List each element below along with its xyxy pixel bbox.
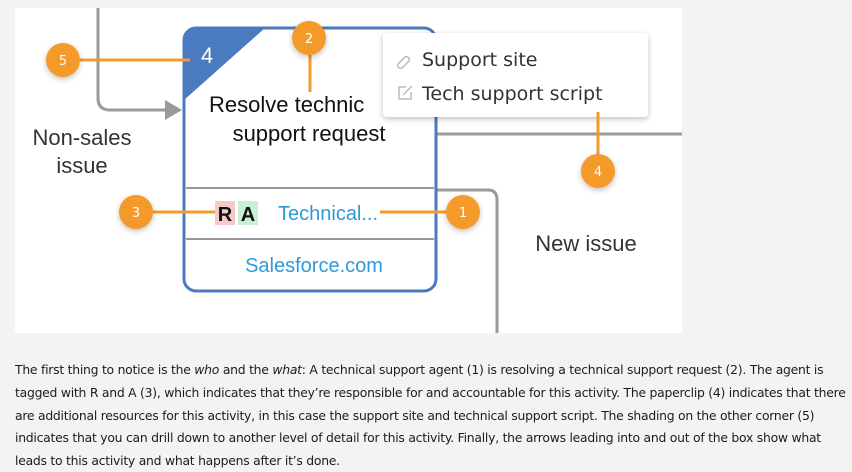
role-link[interactable]: Technical...: [278, 203, 378, 225]
activity-box[interactable]: 4 Resolve technic support request R A Te…: [182, 26, 438, 293]
callout-leaders: [80, 55, 600, 214]
callout-4: 4: [581, 154, 615, 188]
svg-text:1: 1: [459, 206, 467, 221]
incoming-arrow-icon: [165, 100, 182, 120]
tag-r-background: [215, 201, 235, 225]
activity-title-line1: Resolve technic: [209, 92, 364, 117]
incoming-label-line2: issue: [56, 153, 107, 178]
text-segment: : A technical support agent (1) is resol…: [15, 362, 846, 468]
activity-title-line2: support request: [233, 121, 386, 146]
resource-item-support-site[interactable]: Support site: [396, 49, 538, 71]
emphasis-who: who: [194, 362, 220, 378]
resource-item-tech-support-script[interactable]: Tech support script: [398, 83, 603, 105]
callout-1: 1: [446, 195, 480, 229]
system-link[interactable]: Salesforce.com: [245, 255, 383, 277]
callout-5: 5: [46, 43, 80, 77]
text-segment: and the: [219, 362, 273, 378]
incoming-connector: [96, 8, 168, 112]
tag-accountable: A: [241, 204, 255, 226]
incoming-label-line1: Non-sales: [32, 125, 131, 150]
level-number: 4: [201, 43, 213, 68]
outgoing-connector-new-issue: [437, 188, 499, 333]
outgoing-label: New issue: [535, 231, 636, 256]
svg-text:4: 4: [594, 165, 602, 180]
callout-2: 2: [292, 21, 326, 55]
paperclip-link-icon: [396, 55, 411, 70]
process-diagram: 4 Resolve technic support request R A Te…: [15, 8, 682, 333]
edit-document-icon: [398, 85, 413, 100]
callout-3: 3: [119, 195, 153, 229]
resource-label: Tech support script: [421, 83, 603, 105]
svg-text:2: 2: [305, 32, 313, 47]
svg-text:5: 5: [59, 54, 67, 69]
resources-popup: Support site Tech support script: [383, 33, 648, 117]
tag-responsible: R: [218, 204, 233, 226]
explanation-paragraph: The first thing to notice is the who and…: [15, 359, 850, 472]
text-segment: The first thing to notice is the: [15, 362, 195, 378]
drilldown-corner-shading[interactable]: [184, 28, 265, 100]
svg-text:3: 3: [132, 206, 140, 221]
tag-a-background: [238, 201, 258, 225]
resource-label: Support site: [422, 49, 537, 71]
emphasis-what: what: [272, 362, 302, 378]
